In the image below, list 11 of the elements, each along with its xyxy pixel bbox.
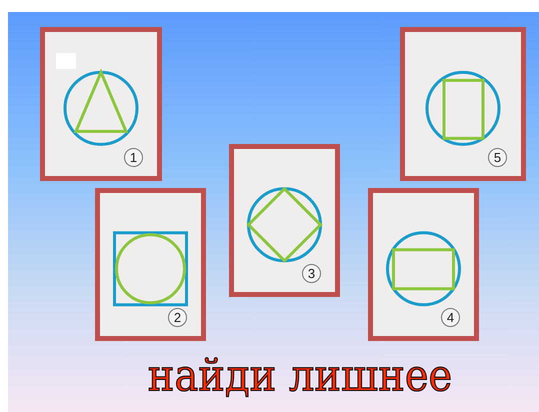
figure-card <box>95 188 206 341</box>
figure-card <box>368 188 479 341</box>
callout-number: 3 <box>302 264 321 283</box>
figure-card <box>40 27 162 181</box>
title: найди лишнее <box>146 350 454 402</box>
figure-card <box>400 27 526 181</box>
callout-number: 5 <box>488 148 507 167</box>
callout-number: 2 <box>168 308 187 327</box>
figure-card <box>229 144 340 297</box>
callout-number: 4 <box>441 308 460 327</box>
callout-number: 1 <box>124 148 143 167</box>
